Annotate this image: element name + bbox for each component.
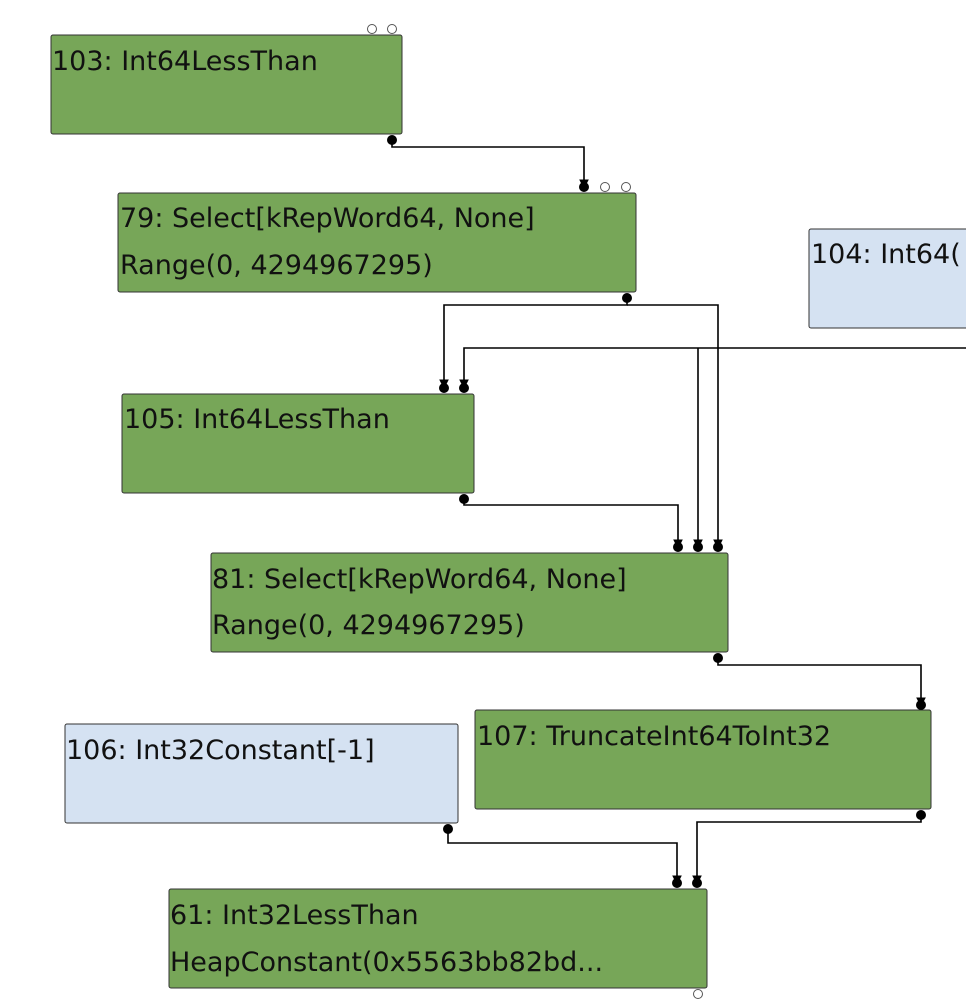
edge-106-to-61-input-0[interactable] [447, 829, 678, 882]
node-107-label-line-1: 107: TruncateInt64ToInt32 [477, 721, 831, 752]
node-79-input-port-0[interactable] [579, 182, 589, 192]
node-107-box[interactable] [474, 709, 932, 810]
node-61-input-port-1[interactable] [692, 878, 702, 888]
node-81-input-port-1[interactable] [693, 542, 703, 552]
node-81-label-line-2: Range(0, 4294967295) [212, 610, 525, 641]
node-79-label-line-2: Range(0, 4294967295) [120, 250, 433, 281]
node-79[interactable]: 79: Select[kRepWord64, None] Range(0, 42… [117, 192, 637, 293]
node-104-label-line-1: 104: Int64( [811, 239, 961, 270]
node-107[interactable]: 107: TruncateInt64ToInt32 [474, 709, 932, 810]
node-103[interactable]: 103: Int64LessThan [50, 34, 403, 135]
edge-79-to-81-input-3[interactable] [627, 304, 719, 546]
edge-104-to-105-input-1[interactable] [463, 347, 966, 387]
node-107-input-port-0[interactable] [916, 700, 926, 710]
node-107-output-port[interactable] [916, 810, 926, 820]
node-79-input-port-1[interactable] [600, 182, 610, 192]
node-104-box[interactable] [808, 228, 966, 329]
node-103-box[interactable] [50, 34, 403, 135]
node-79-box[interactable] [117, 192, 637, 293]
node-81-box[interactable] [210, 552, 729, 653]
node-105-input-port-1[interactable] [459, 383, 469, 393]
node-105-output-port[interactable] [459, 494, 469, 504]
node-106-output-port[interactable] [443, 824, 453, 834]
node-79-output-port[interactable] [622, 293, 632, 303]
node-61-box[interactable] [168, 888, 708, 989]
node-61-label-line-2: HeapConstant(0x5563bb82bd... [170, 947, 603, 978]
node-81-output-port[interactable] [713, 653, 723, 663]
node-103-output-port[interactable] [387, 135, 397, 145]
node-106-box[interactable] [64, 723, 459, 824]
ports [367, 24, 926, 999]
edge-79-to-105-input-0[interactable] [443, 298, 628, 387]
edge-105-to-81-input-0[interactable] [463, 499, 679, 546]
node-104[interactable]: 104: Int64( [808, 228, 966, 329]
node-79-label-line-1: 79: Select[kRepWord64, None] [120, 203, 535, 234]
node-105-box[interactable] [121, 393, 475, 494]
node-105-input-port-0[interactable] [439, 383, 449, 393]
node-81-input-port-0[interactable] [673, 542, 683, 552]
node-61-label-line-1: 61: Int32LessThan [170, 900, 419, 931]
edge-107-to-61-input-1[interactable] [696, 815, 922, 882]
node-103-input-port-0[interactable] [367, 24, 377, 34]
node-79-input-port-2[interactable] [621, 182, 631, 192]
node-61[interactable]: 61: Int32LessThan HeapConstant(0x5563bb8… [168, 888, 708, 989]
node-103-input-port-1[interactable] [387, 24, 397, 34]
node-106-label-line-1: 106: Int32Constant[-1] [66, 735, 375, 766]
edge-81-to-107[interactable] [717, 658, 922, 704]
edge-103-to-79[interactable] [391, 140, 585, 186]
node-105-label-line-1: 105: Int64LessThan [124, 404, 390, 435]
node-105[interactable]: 105: Int64LessThan [121, 393, 475, 494]
node-81-input-port-2[interactable] [713, 542, 723, 552]
node-61-output-port[interactable] [693, 989, 703, 999]
node-81-label-line-1: 81: Select[kRepWord64, None] [212, 564, 627, 595]
node-106[interactable]: 106: Int32Constant[-1] [64, 723, 459, 824]
node-61-input-port-0[interactable] [672, 878, 682, 888]
node-103-label-line-1: 103: Int64LessThan [52, 46, 318, 77]
node-81[interactable]: 81: Select[kRepWord64, None] Range(0, 42… [210, 552, 729, 653]
